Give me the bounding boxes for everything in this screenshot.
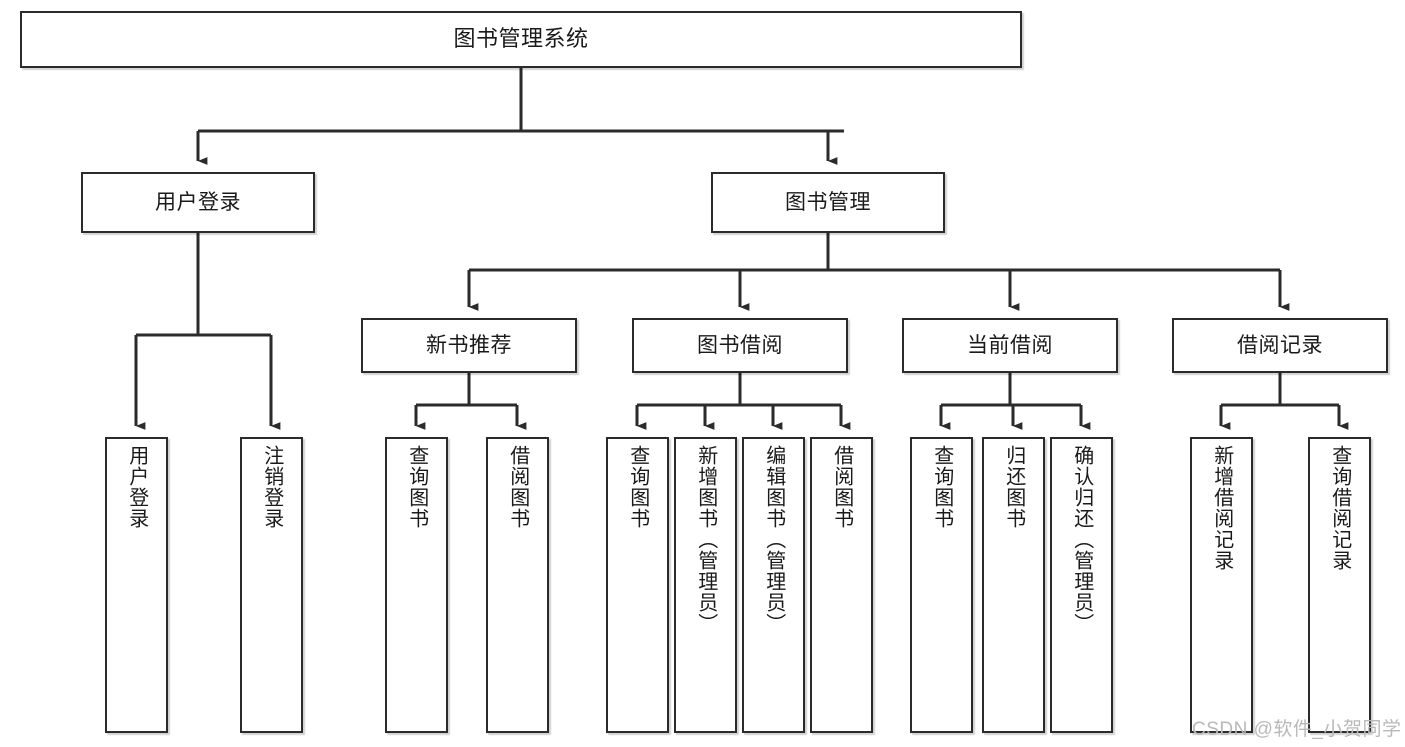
leaf-query-book-borrow[interactable]: 查询图书 [606, 437, 669, 733]
node-label: 查询图书 [626, 445, 649, 529]
node-label: 借阅图书 [506, 445, 529, 529]
node-label: 当前借阅 [967, 333, 1053, 357]
node-label: 用户登录 [155, 190, 241, 214]
leaf-query-book-current[interactable]: 查询图书 [910, 437, 973, 733]
node-label: 图书管理 [785, 190, 871, 214]
node-borrow-records[interactable]: 借阅记录 [1172, 318, 1388, 373]
node-label: 查询借阅记录 [1328, 445, 1351, 571]
node-user-login-module[interactable]: 用户登录 [81, 172, 315, 233]
node-book-management-module[interactable]: 图书管理 [711, 172, 945, 233]
leaf-user-login[interactable]: 用户登录 [105, 437, 168, 733]
leaf-query-book-recommend[interactable]: 查询图书 [385, 437, 448, 733]
leaf-edit-book-admin[interactable]: 编辑图书（管理员） [742, 437, 805, 733]
node-label: 新增图书（管理员） [694, 445, 717, 634]
node-label: 编辑图书（管理员） [762, 445, 785, 634]
node-label: 图书借阅 [697, 333, 783, 357]
leaf-confirm-return-admin[interactable]: 确认归还（管理员） [1050, 437, 1113, 733]
leaf-return-book[interactable]: 归还图书 [982, 437, 1045, 733]
node-label: 新书推荐 [426, 333, 512, 357]
node-label: 查询图书 [930, 445, 953, 529]
leaf-borrow-book-recommend[interactable]: 借阅图书 [486, 437, 549, 733]
node-root-system[interactable]: 图书管理系统 [20, 11, 1022, 68]
node-label: 用户登录 [125, 445, 148, 529]
node-label: 查询图书 [405, 445, 428, 529]
node-new-book-recommend[interactable]: 新书推荐 [361, 318, 577, 373]
node-label: 注销登录 [260, 445, 283, 529]
leaf-borrow-book[interactable]: 借阅图书 [810, 437, 873, 733]
node-label: 归还图书 [1002, 445, 1025, 529]
node-label: 借阅图书 [830, 445, 853, 529]
node-label: 图书管理系统 [453, 26, 589, 52]
node-current-borrow[interactable]: 当前借阅 [902, 318, 1118, 373]
node-label: 借阅记录 [1237, 333, 1323, 357]
node-label: 确认归还（管理员） [1070, 445, 1093, 634]
leaf-user-logout[interactable]: 注销登录 [240, 437, 303, 733]
node-label: 新增借阅记录 [1210, 445, 1233, 571]
csdn-watermark: CSDN @软件_小贺同学 [1192, 719, 1402, 740]
node-book-borrow[interactable]: 图书借阅 [632, 318, 848, 373]
leaf-query-borrow-record[interactable]: 查询借阅记录 [1308, 437, 1371, 733]
leaf-add-borrow-record[interactable]: 新增借阅记录 [1190, 437, 1253, 733]
leaf-add-book-admin[interactable]: 新增图书（管理员） [674, 437, 737, 733]
